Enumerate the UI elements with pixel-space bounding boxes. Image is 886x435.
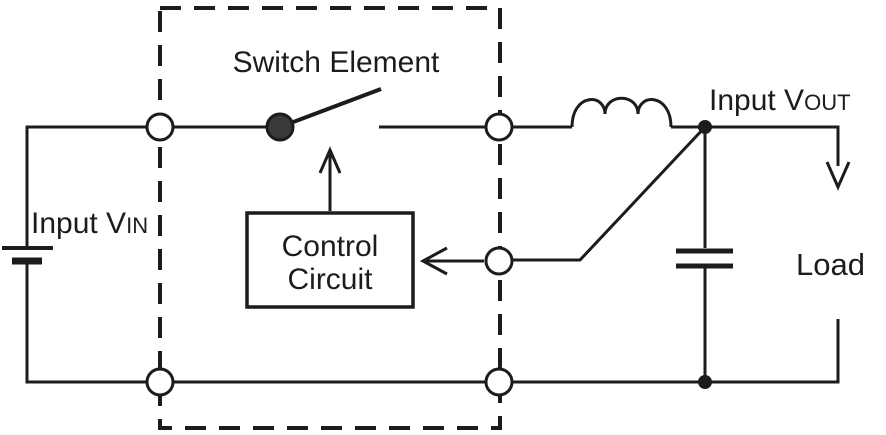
switch-pivot-dot xyxy=(265,112,295,142)
dashed-ic-boundary xyxy=(158,6,502,430)
feedback-arrow-left xyxy=(419,246,448,276)
switch-icon xyxy=(279,87,382,129)
wire-feedback xyxy=(513,125,707,262)
pin-terminal-switch-out xyxy=(484,112,514,142)
pin-terminal-vin-top xyxy=(145,112,175,142)
wire-output-top xyxy=(671,125,840,166)
input-vout-label-main: Input V xyxy=(709,84,804,117)
input-vout-label: Input VOUT xyxy=(709,84,851,117)
input-vin-label: Input VIN xyxy=(31,207,148,240)
input-vin-label-sub: IN xyxy=(126,213,148,238)
control-circuit-box xyxy=(245,211,415,309)
pin-terminal-feedback xyxy=(484,246,514,276)
input-vin-label-main: Input V xyxy=(31,207,126,240)
input-vout-label-sub: OUT xyxy=(804,90,850,115)
control-circuit-label-line1: Control xyxy=(282,230,379,263)
output-current-arrow-down xyxy=(825,161,851,191)
junction-dot-ground xyxy=(698,375,712,389)
capacitor-icon xyxy=(676,129,733,380)
wire-ground-right xyxy=(512,319,840,384)
switch-element-label: Switch Element xyxy=(233,46,440,79)
pin-terminal-group xyxy=(145,112,514,397)
wire-input-bottom xyxy=(25,264,147,384)
pin-terminal-gnd-right xyxy=(484,367,514,397)
label-group: Switch Element Input VIN Control Circuit… xyxy=(31,46,865,296)
wire-input-top xyxy=(25,125,147,246)
control-drive-arrow-up xyxy=(318,146,342,174)
wire-group xyxy=(2,87,851,384)
pin-terminal-gnd-left xyxy=(145,367,175,397)
battery-icon xyxy=(2,246,53,265)
load-label: Load xyxy=(796,247,865,282)
junction-dot-output xyxy=(698,120,712,134)
control-circuit-label-line2: Circuit xyxy=(287,263,373,296)
inductor-icon xyxy=(570,96,673,128)
